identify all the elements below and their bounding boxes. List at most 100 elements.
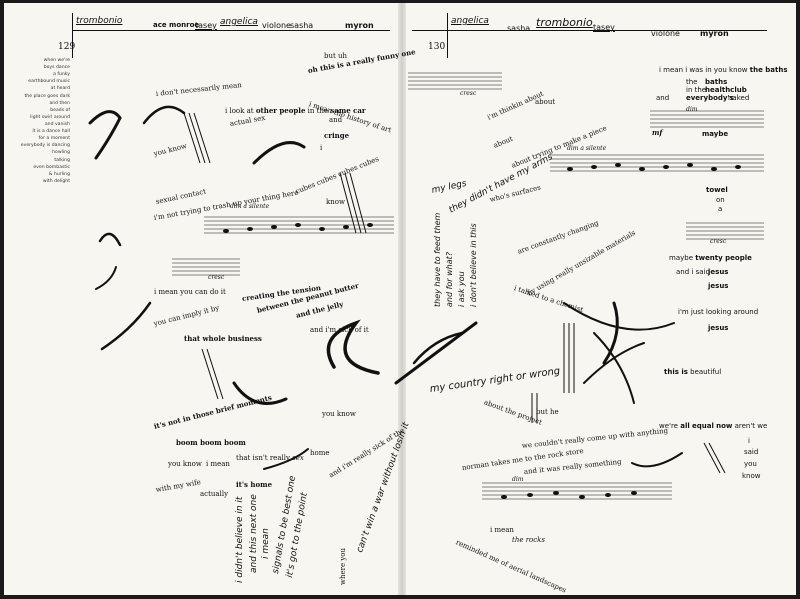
were: we're (659, 422, 678, 430)
line-you-know2: you know (322, 410, 356, 418)
line-and-every: and (656, 94, 670, 102)
sidebar-line: with delight (42, 178, 70, 184)
right-margin-rule (447, 13, 448, 58)
beautiful: beautiful (690, 368, 722, 376)
line-mean-can-do: i mean you can do it (154, 288, 226, 296)
brushstrokes (88, 105, 683, 470)
line-that-isnt: that isn't really sex (236, 455, 304, 462)
line-towel: towel (706, 186, 728, 194)
book-gutter (398, 3, 406, 595)
line-i-right: i (748, 437, 750, 445)
maybe-word: maybe (669, 254, 694, 262)
header-angelica: angelica (220, 17, 258, 27)
header-angelica-right: angelica (451, 16, 489, 26)
header-myron-right: myron (700, 29, 729, 38)
line-maybe1: maybe (702, 130, 729, 138)
sidebar-line: everybody is dancing (20, 143, 70, 149)
line-mean-was: i mean i was in you know the baths (659, 67, 788, 74)
that-isnt: that isn't really (236, 454, 290, 462)
sidebar-line: howling (52, 150, 70, 156)
now: now (716, 422, 733, 430)
sidebar-line: when we're (43, 58, 70, 63)
arent-we: aren't we (734, 422, 768, 430)
line-know: know (326, 198, 345, 206)
line-i: i (320, 144, 323, 152)
sidebar-line: for a moment (38, 136, 70, 142)
sidebar-line: earthbound music (28, 79, 70, 85)
line-but-he: but he (536, 408, 559, 416)
score-artwork (88, 72, 764, 500)
line-and-i-said: and i said (676, 268, 710, 276)
left-header-rule (72, 30, 390, 31)
line-this-is: this is beautiful (664, 369, 721, 376)
equal: equal (692, 422, 714, 430)
line-look-at: i look at other people in the same car (225, 107, 366, 115)
line-boom: boom boom boom (176, 438, 246, 447)
line-everybodys: everybody's (686, 94, 734, 102)
sidebar-line: a funky (53, 72, 70, 78)
line-home: home (310, 449, 330, 457)
page-number-left: 129 (58, 42, 76, 52)
staff-cresc-left: cresc (208, 274, 225, 281)
header-tasey: tasey (195, 21, 217, 30)
sidebar-line: & hurling (48, 171, 70, 177)
sidebar-line: and vanish (44, 121, 70, 127)
header-violone-right: violone (651, 29, 680, 38)
sidebar-line: boys dance (43, 65, 70, 71)
notes-staff-left-1 (223, 223, 373, 233)
line-a: a (718, 205, 723, 213)
music-staff-right-3 (550, 154, 764, 172)
header-sasha-right: sasha (507, 24, 531, 33)
all: all (680, 422, 690, 430)
line-on: on (716, 196, 725, 204)
in-the: in the (307, 107, 329, 115)
music-staff-right-2 (650, 110, 764, 128)
line-i-mean-rocks: i mean (490, 526, 514, 534)
sidebar-line: even bombastic (33, 164, 70, 170)
header-trombonio-right: trombonio (536, 16, 593, 29)
line-you-know3: you know (168, 460, 202, 468)
line-maybe-twenty: maybe twenty people (669, 255, 752, 262)
line-and1: and (329, 116, 343, 124)
line-jesus2: jesus (708, 282, 729, 290)
line-you-right: you (744, 460, 757, 468)
same-car: same car (330, 106, 366, 115)
sidebar-line: at heard (50, 86, 70, 92)
line-about1: about (535, 98, 556, 106)
book-spread: trombonio ace monroe tasey angelica viol… (4, 3, 796, 595)
line-the1: the (686, 78, 698, 86)
line-i-mean1: i mean (206, 460, 230, 468)
staff-cresc-right2: cresc (710, 238, 727, 245)
twenty-people: twenty people (695, 254, 752, 262)
staff-dim-right1: dim (686, 106, 698, 113)
line-its-home: it's home (236, 480, 273, 489)
left-sidebar-notes: when we're boys dance a funky earthbound… (4, 57, 70, 185)
page-number-right: 130 (428, 42, 446, 52)
line-but-uh: but uh (324, 52, 348, 60)
mean-was: i mean i was in (659, 66, 712, 74)
line-baths2: baths (705, 78, 728, 86)
notes-staff-right (501, 163, 741, 499)
music-staff-right-4 (686, 222, 764, 240)
sidebar-line: the place goes dark (24, 93, 70, 99)
staff-dim-right2: dim (512, 476, 524, 483)
header-ace-monroe: ace monroe (153, 21, 200, 29)
line-healthclub: healthclub (705, 86, 747, 94)
header-violone: violone (262, 21, 291, 30)
line-the-rocks: the rocks (512, 536, 546, 544)
sidebar-line: it is a dance hall (32, 129, 70, 135)
line-jesus1: jesus (708, 268, 729, 276)
line-cringe: cringe (324, 131, 350, 140)
line-actually: actually (200, 490, 229, 498)
line-jesus3: jesus (708, 324, 729, 332)
hatch-marks (183, 112, 726, 474)
header-sasha: sasha (290, 21, 314, 30)
this-is: this is (664, 368, 688, 376)
header-trombonio: trombonio (76, 16, 123, 26)
right-header-rule (412, 30, 767, 31)
line-were-all-equal: we're all equal now aren't we (659, 423, 767, 430)
line-naked: naked (728, 94, 750, 102)
header-tasey-right: tasey (593, 23, 615, 32)
music-staff-right-1 (408, 72, 502, 90)
staff-dim-silente: dim a silente (230, 203, 270, 210)
